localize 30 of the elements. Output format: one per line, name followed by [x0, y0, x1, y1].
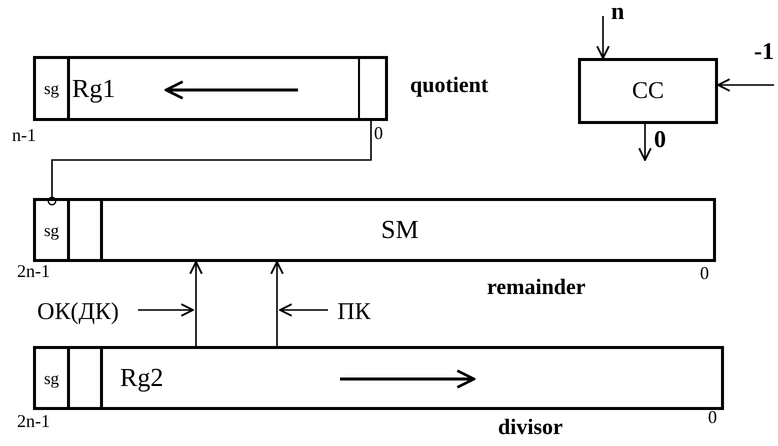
register-box	[33, 198, 716, 262]
connector-line	[48, 118, 372, 206]
arrow	[270, 261, 284, 346]
block-label: ПК	[337, 300, 371, 324]
bit-index: 0	[700, 264, 709, 282]
arrow	[638, 124, 652, 161]
bit-index: 0	[374, 124, 383, 142]
counter-box	[578, 58, 718, 124]
register-label: SM	[381, 217, 419, 243]
register-label: Rg1	[72, 76, 116, 102]
register-box	[33, 346, 724, 410]
arrow	[596, 16, 610, 59]
register-box	[33, 56, 388, 121]
block-label: sg	[44, 370, 60, 386]
block-label: ОК(ДК)	[37, 300, 119, 324]
block-label: CC	[632, 79, 664, 103]
bit-index: 2n-1	[17, 262, 50, 280]
register-caption: divisor	[498, 416, 563, 438]
bit-index: 0	[708, 408, 717, 426]
arrow	[189, 261, 203, 346]
register-label: Rg2	[120, 365, 164, 391]
arrow	[279, 303, 328, 317]
block-label: sg	[44, 222, 60, 238]
bit-index: 2n-1	[17, 412, 50, 430]
arrow	[138, 303, 194, 317]
arrow	[717, 78, 774, 92]
block-label: sg	[44, 80, 60, 97]
bit-index: n-1	[12, 126, 36, 144]
register-caption: quotient	[410, 74, 488, 96]
register-caption: remainder	[487, 276, 586, 298]
